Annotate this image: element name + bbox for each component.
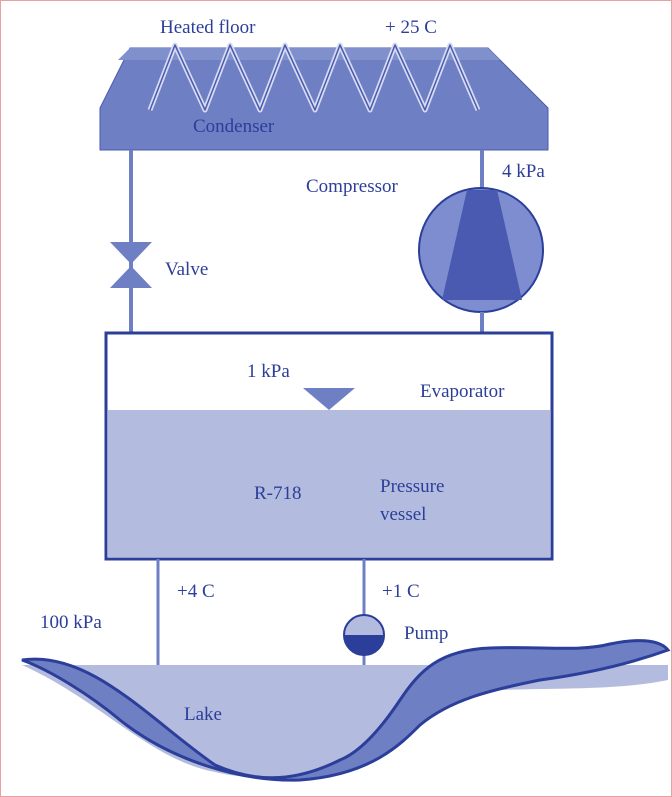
water-level-icon [303, 388, 355, 410]
pump-label: Pump [404, 623, 448, 644]
compressor-pressure-label: 4 kPa [502, 161, 545, 182]
pressure-vessel-label-1: Pressure [380, 476, 444, 497]
lake-shore [21, 639, 671, 782]
floor-temp-label: + 25 C [385, 17, 437, 38]
pressure-vessel-label-2: vessel [380, 504, 426, 525]
outlet-temp-label: +4 C [177, 581, 215, 602]
valve-label: Valve [165, 259, 208, 280]
floor-top-band [118, 48, 500, 60]
refrigerant-label: R-718 [254, 483, 302, 504]
condenser-label: Condenser [193, 116, 275, 137]
inlet-temp-label: +1 C [382, 581, 420, 602]
valve-icon [110, 242, 152, 264]
evaporator-pressure-label: 1 kPa [247, 361, 290, 382]
vessel-water [108, 410, 550, 557]
heated-floor-label: Heated floor [160, 17, 256, 38]
atmospheric-pressure-label: 100 kPa [40, 612, 102, 633]
lake-label: Lake [184, 704, 222, 725]
evaporator-label: Evaporator [420, 381, 505, 402]
compressor-label: Compressor [306, 176, 399, 197]
